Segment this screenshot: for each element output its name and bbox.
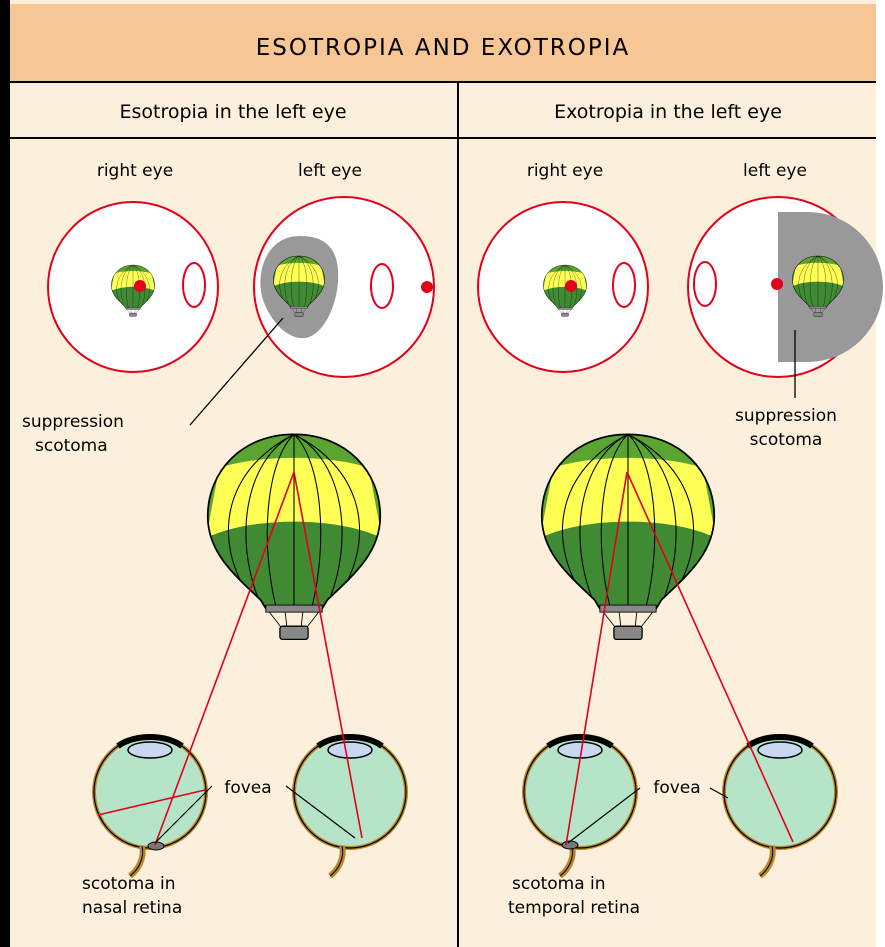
- right-fovea-label: fovea: [653, 778, 700, 798]
- left-retina-label-line1: scotoma in: [82, 874, 176, 894]
- left-fovea-label: fovea: [224, 778, 271, 798]
- diagram-title: ESOTROPIA AND EXOTROPIA: [256, 35, 630, 61]
- right-retina-label-line2: temporal retina: [508, 898, 640, 918]
- white-right-edge: [876, 0, 885, 947]
- left-retina-label-line2: nasal retina: [82, 898, 182, 918]
- left-panel-left-eye-view: [254, 197, 434, 377]
- left-border: [0, 0, 10, 947]
- left-panel-right-eye-label: right eye: [97, 161, 173, 181]
- left-panel-heading: Esotropia in the left eye: [119, 101, 346, 123]
- right-panel-heading: Exotropia in the left eye: [554, 101, 782, 123]
- right-scotoma-label-line1: suppression: [735, 406, 837, 426]
- right-panel-left-eye-label: left eye: [743, 161, 807, 181]
- left-panel-left-eye-label: left eye: [298, 161, 362, 181]
- left-scotoma-label-line2: scotoma: [35, 436, 108, 456]
- left-scotoma-label-line1: suppression: [22, 412, 124, 432]
- left-panel-right-eye-view: [48, 202, 218, 372]
- right-panel-right-eye-label: right eye: [527, 161, 603, 181]
- right-retina-label-line1: scotoma in: [512, 874, 606, 894]
- right-scotoma-label-line2: scotoma: [750, 430, 823, 450]
- right-panel-right-eye-view: [478, 202, 648, 372]
